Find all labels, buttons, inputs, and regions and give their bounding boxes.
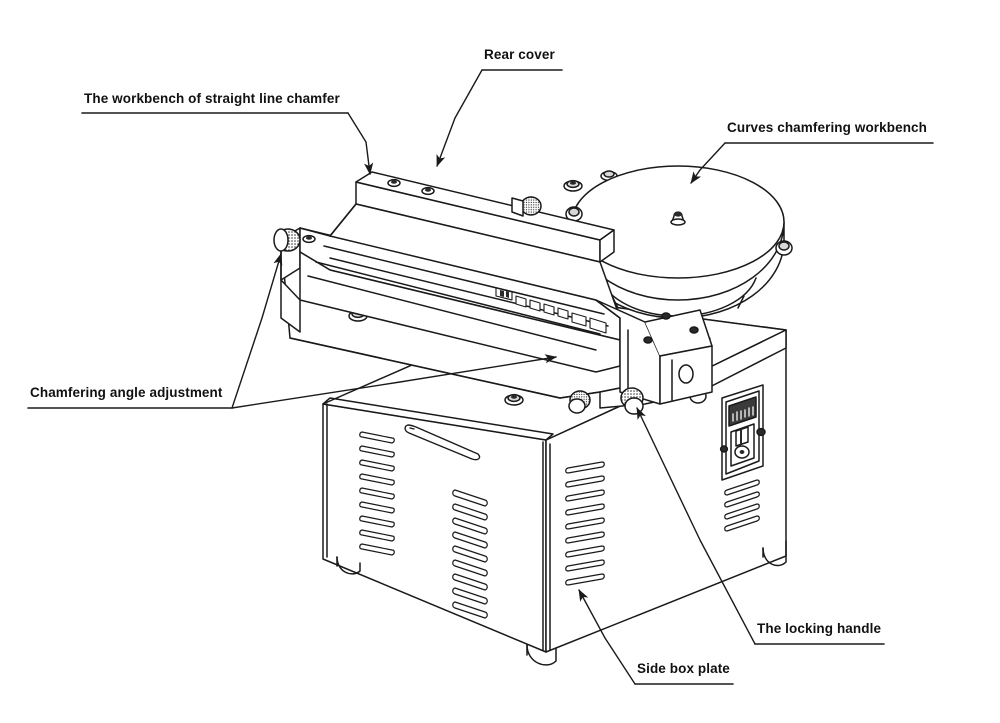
leader-curves-workbench bbox=[690, 142, 726, 184]
knob-locking-handle bbox=[620, 387, 644, 415]
knob-table-side bbox=[511, 196, 542, 217]
leader-rear-cover bbox=[436, 69, 483, 167]
leader-side-box-plate bbox=[578, 589, 636, 685]
leader-workbench-straight bbox=[347, 112, 374, 175]
table-base-bolts bbox=[565, 206, 793, 256]
rail-left-bracket bbox=[280, 279, 301, 333]
callout-label-curves-chamfering-workbench: Curves chamfering workbench bbox=[727, 120, 928, 135]
vent-group-left-b bbox=[452, 489, 488, 619]
leader-chamfering-angle-knob bbox=[231, 253, 283, 409]
control-panel bbox=[719, 384, 766, 481]
knob-rail-front-left bbox=[568, 390, 591, 414]
vent-group-panel bbox=[724, 479, 760, 532]
callout-underlines bbox=[27, 69, 934, 685]
vent-group-right bbox=[565, 461, 605, 586]
cabinet-handle-recess bbox=[404, 424, 481, 461]
callout-label-workbench-straight-line-chamfer: The workbench of straight line chamfer bbox=[84, 91, 340, 106]
callout-label-locking-handle: The locking handle bbox=[757, 621, 882, 636]
leader-locking-handle bbox=[636, 407, 756, 645]
vent-group-left-a bbox=[359, 431, 395, 556]
rail-head-block bbox=[595, 299, 713, 405]
callout-label-chamfering-angle-adjustment: Chamfering angle adjustment bbox=[30, 385, 223, 400]
leader-chamfering-angle-rail bbox=[231, 354, 557, 409]
rail-scale bbox=[495, 287, 607, 334]
knob-chamfering-angle bbox=[273, 228, 301, 252]
callout-label-side-box-plate: Side box plate bbox=[637, 661, 730, 676]
rear-cover-bolts bbox=[302, 178, 435, 244]
callout-leaders bbox=[231, 69, 756, 685]
rotary-table bbox=[571, 165, 785, 319]
callout-label-rear-cover: Rear cover bbox=[484, 47, 555, 62]
cabinet-feet bbox=[336, 540, 787, 666]
rail-assembly bbox=[280, 171, 621, 373]
